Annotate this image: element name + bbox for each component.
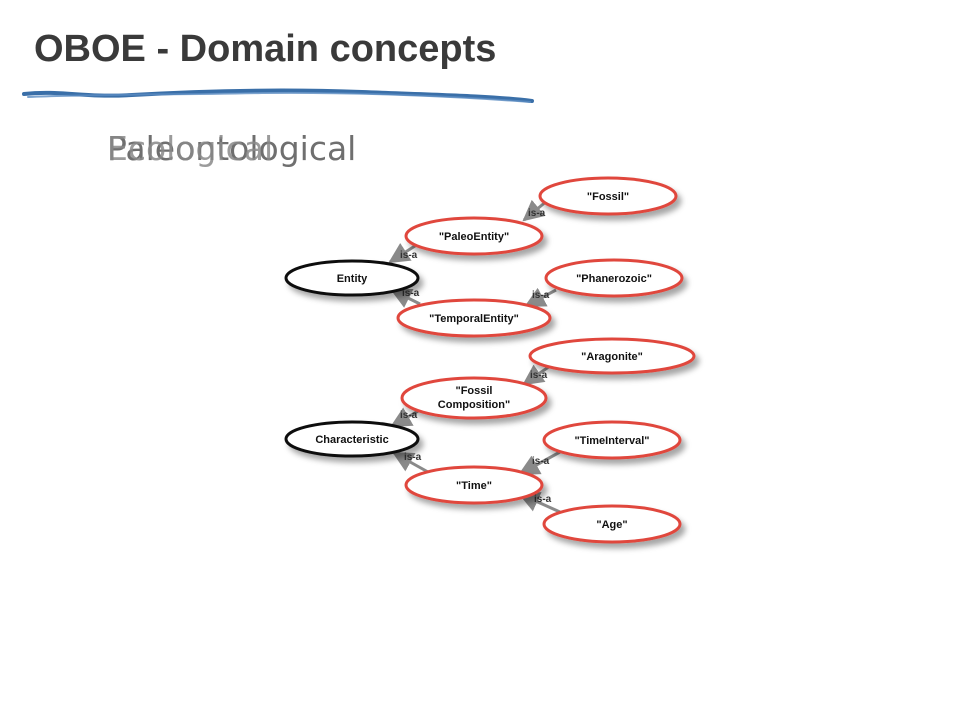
subtitle-ecological: Ecological: [107, 129, 274, 168]
svg-text:"TemporalEntity": "TemporalEntity": [429, 313, 519, 325]
svg-text:Entity: Entity: [337, 273, 368, 285]
edge-label-aragonite-fossilcomposition: is-a: [530, 370, 548, 381]
node-characteristic: Characteristic: [284, 420, 420, 458]
svg-text:"TimeInterval": "TimeInterval": [574, 435, 649, 447]
svg-text:"Time": "Time": [456, 480, 492, 492]
svg-text:"PaleoEntity": "PaleoEntity": [439, 231, 509, 243]
node-age: "Age": [542, 504, 682, 544]
title-underline: [22, 88, 534, 103]
edge-timeinterval-time: [518, 450, 561, 476]
subtitle: Paleontological Ecological: [107, 124, 527, 174]
edge-paleoentity-entity: [388, 242, 419, 264]
svg-text:"Age": "Age": [596, 519, 627, 531]
svg-text:"Phanerozoic": "Phanerozoic": [576, 273, 652, 285]
edge-label-time-characteristic: is-a: [404, 452, 422, 463]
edge-label-fossil-paleoentity: is-a: [528, 208, 546, 219]
node-phanerozoic: "Phanerozoic": [544, 258, 684, 298]
node-fossil-composition: "Fossil Composition": [400, 376, 548, 420]
svg-text:"Fossil: "Fossil: [455, 385, 492, 397]
node-fossil: "Fossil": [538, 176, 678, 216]
svg-text:Composition": Composition": [438, 399, 510, 411]
node-entity: Entity: [284, 259, 420, 297]
edge-time-characteristic: [392, 451, 429, 474]
slide-title: OBOE - Domain concepts: [34, 28, 497, 70]
edge-label-phanerozoic-temporalentity: is-a: [532, 290, 550, 301]
svg-text:"Fossil": "Fossil": [587, 191, 629, 203]
edge-aragonite-fossilcomposition: [522, 364, 551, 386]
node-temporalentity: "TemporalEntity": [396, 298, 552, 338]
edge-temporalentity-entity: [390, 288, 421, 308]
edge-label-paleoentity-entity: is-a: [400, 250, 418, 261]
svg-text:Characteristic: Characteristic: [315, 434, 388, 446]
node-time: "Time": [404, 465, 544, 505]
edge-label-timeinterval-time: is-a: [532, 456, 550, 467]
edge-phanerozoic-temporalentity: [524, 287, 557, 308]
edge-fossilcomposition-characteristic: [390, 407, 421, 428]
edge-label-fossilcomposition-characteristic: is-a: [400, 410, 418, 421]
svg-text:"Aragonite": "Aragonite": [581, 351, 643, 363]
subtitle-paleontological: Paleontological: [107, 129, 357, 168]
node-aragonite: "Aragonite": [528, 337, 696, 375]
edge-label-temporalentity-entity: is-a: [402, 288, 420, 299]
edge-label-age-time: is-a: [534, 494, 552, 505]
node-timeinterval: "TimeInterval": [542, 420, 682, 460]
node-paleoentity: "PaleoEntity": [404, 216, 544, 256]
